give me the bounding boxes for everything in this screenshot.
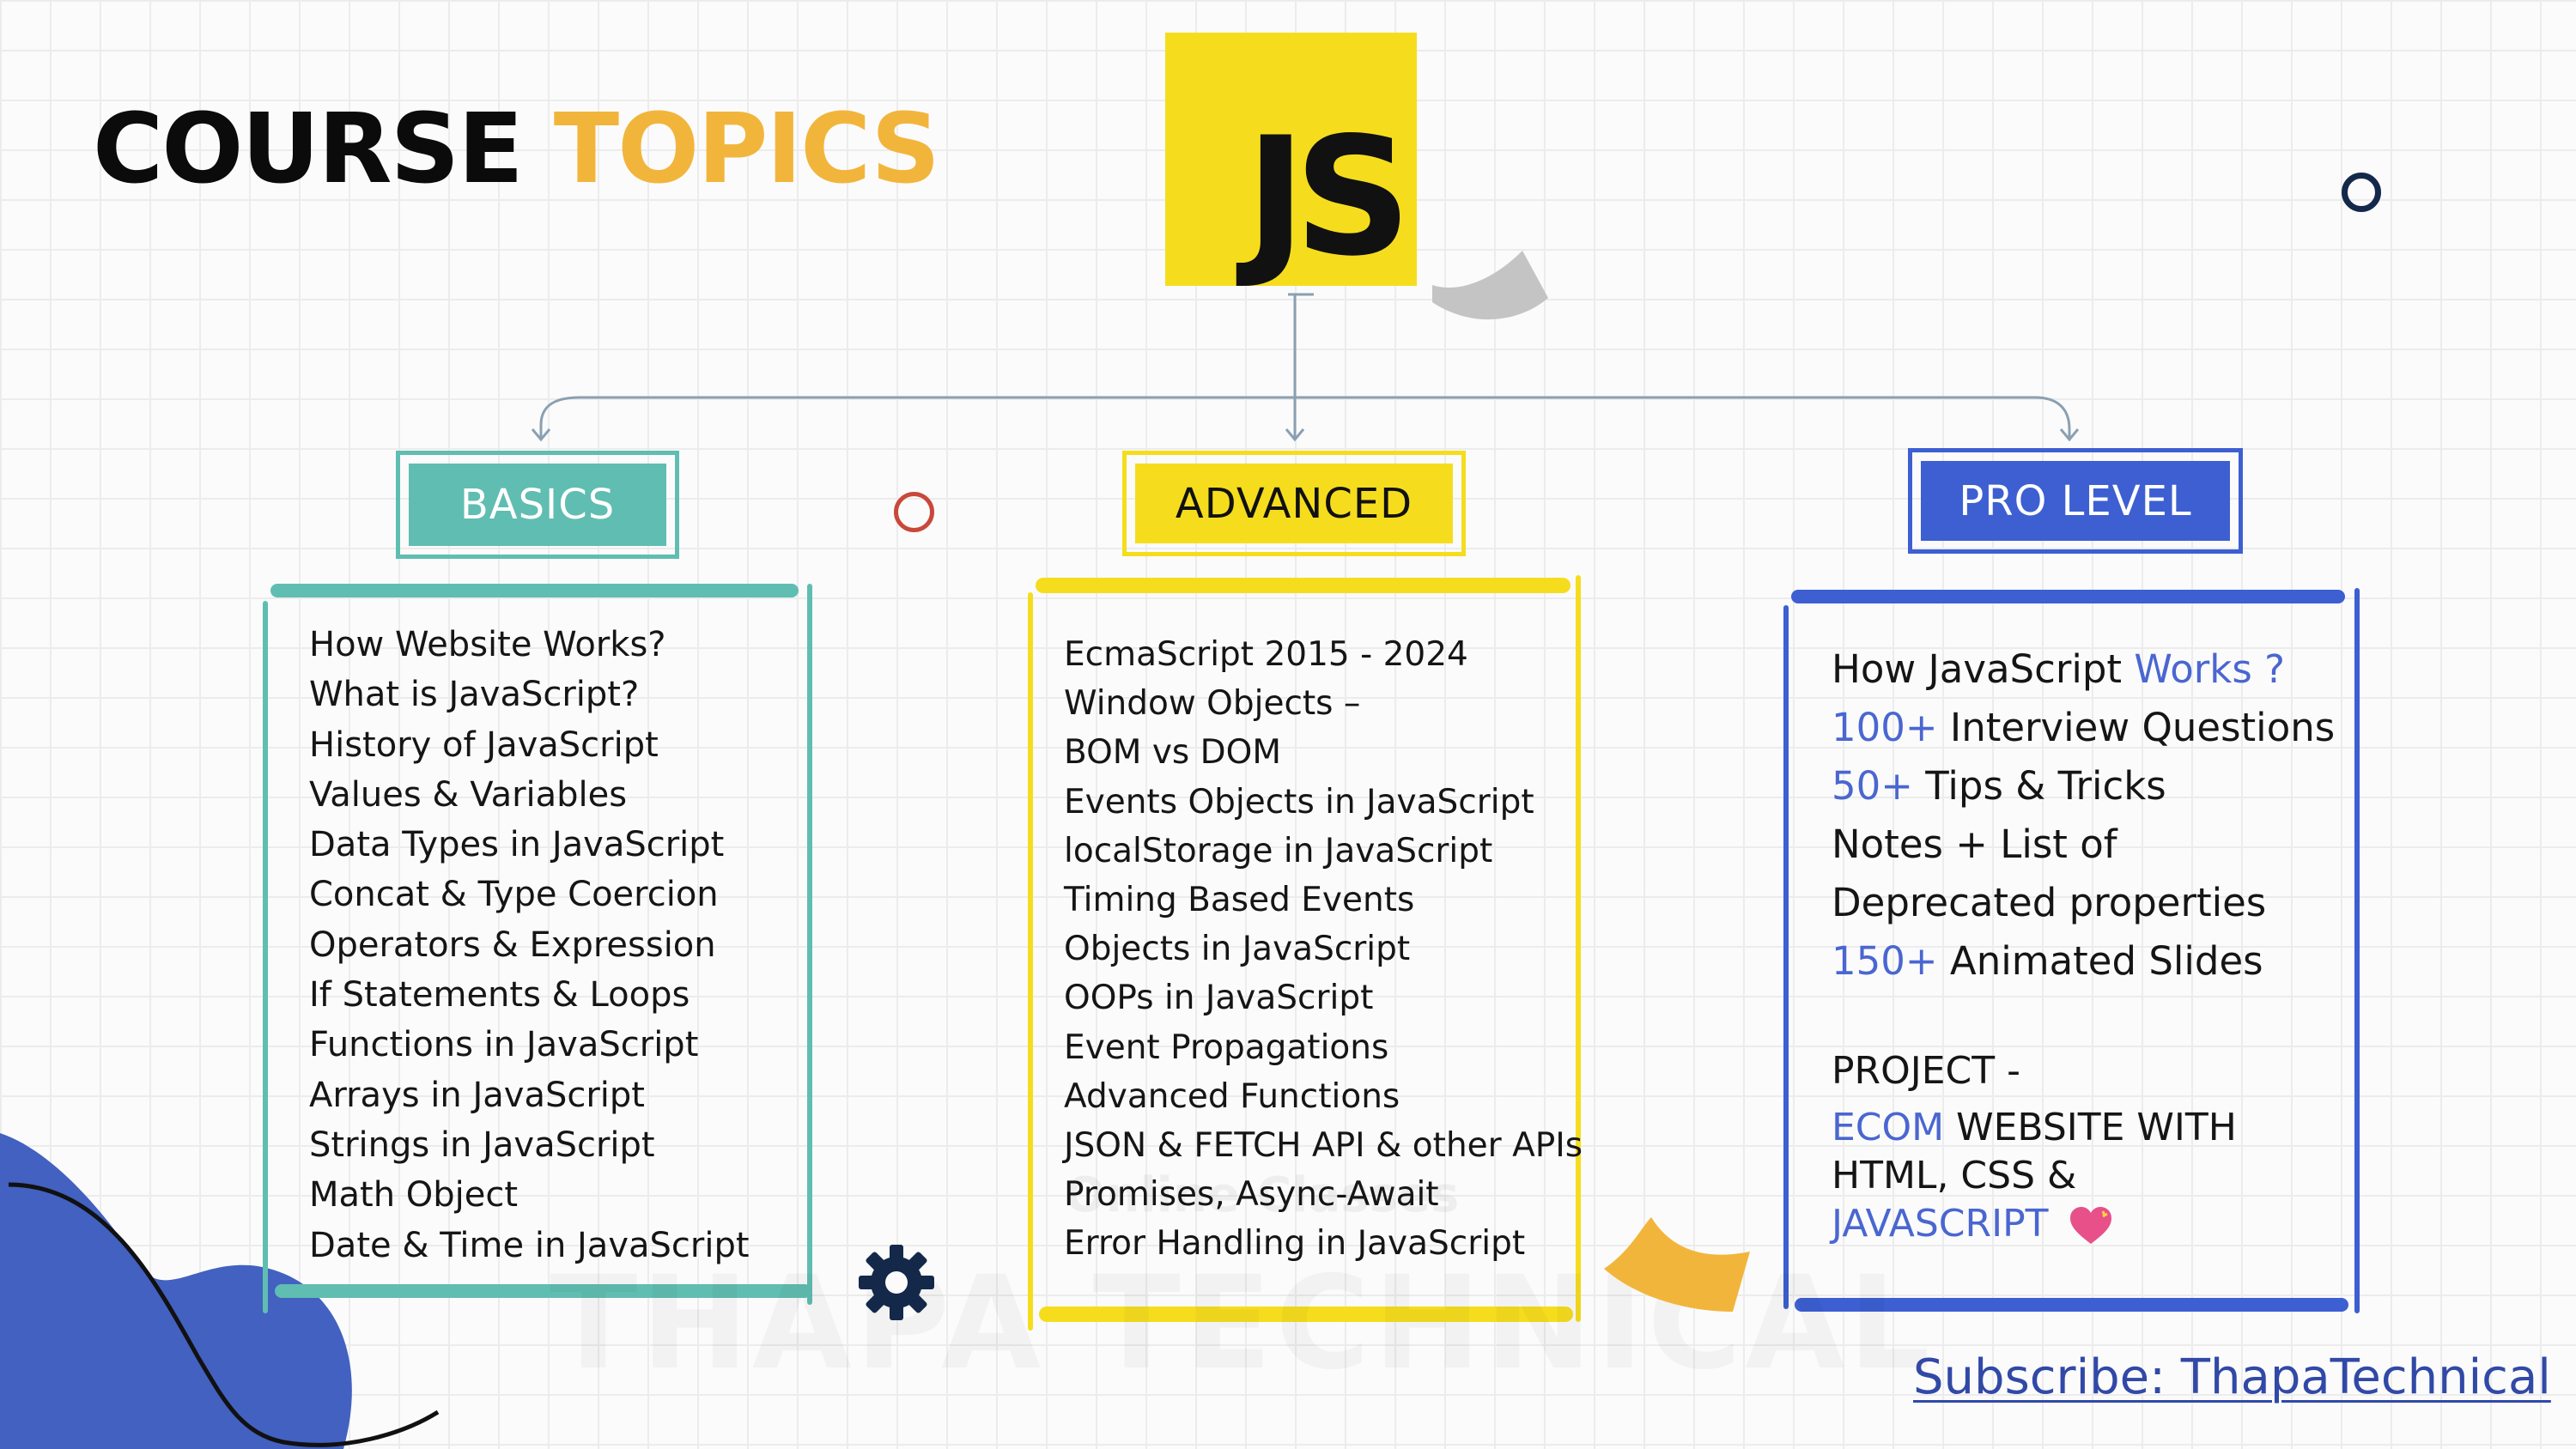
list-item: How JavaScript Works ? bbox=[1832, 646, 2285, 692]
list-item: BOM vs DOM bbox=[1064, 733, 1281, 773]
list-item: Concat & Type Coercion bbox=[309, 875, 719, 915]
project-line: JAVASCRIPT bbox=[1832, 1200, 2335, 1248]
list-item: Date & Time in JavaScript bbox=[309, 1225, 750, 1265]
list-item: 100+ Interview Questions bbox=[1832, 705, 2336, 750]
list-item: Math Object bbox=[309, 1175, 519, 1216]
list-item: Event Propagations bbox=[1064, 1028, 1389, 1067]
topic-connector-tree bbox=[531, 293, 2080, 442]
list-item: Promises, Async-Await bbox=[1064, 1175, 1439, 1215]
list-item: 150+ Animated Slides bbox=[1832, 938, 2263, 984]
pro-card-right-border bbox=[2354, 588, 2360, 1313]
project-line: HTML, CSS & bbox=[1832, 1154, 2077, 1197]
circle-icon bbox=[894, 492, 934, 532]
decorative-blob bbox=[0, 1133, 440, 1449]
title-word-topics: TOPICS bbox=[553, 94, 940, 205]
subscribe-link[interactable]: Subscribe: ThapaTechnical bbox=[1913, 1349, 2551, 1405]
title-word-course: COURSE bbox=[93, 94, 524, 205]
watermark-subtext: Online Classes bbox=[1065, 1167, 1460, 1223]
list-item: If Statements & Loops bbox=[309, 975, 690, 1016]
list-item: Timing Based Events bbox=[1064, 881, 1415, 920]
list-item: localStorage in JavaScript bbox=[1064, 831, 1493, 870]
list-item: Strings in JavaScript bbox=[309, 1125, 655, 1165]
list-item: Notes + List of bbox=[1832, 822, 2117, 867]
list-item: Advanced Functions bbox=[1064, 1076, 1400, 1116]
pro-card-left-border bbox=[1783, 605, 1789, 1309]
list-item: Window Objects – bbox=[1064, 684, 1361, 724]
basics-topic-list: How Website Works? What is JavaScript? H… bbox=[309, 620, 750, 1270]
list-item: Events Objects in JavaScript bbox=[1064, 782, 1534, 822]
basics-card-right-border bbox=[807, 584, 812, 1305]
list-item: What is JavaScript? bbox=[309, 675, 640, 715]
list-item: Objects in JavaScript bbox=[1064, 930, 1411, 969]
list-item: Error Handling in JavaScript bbox=[1064, 1224, 1526, 1264]
gear-icon bbox=[859, 1245, 934, 1320]
advanced-card-top-border bbox=[1036, 578, 1571, 593]
list-item: History of JavaScript bbox=[309, 724, 659, 765]
basics-card-top-border bbox=[270, 584, 799, 597]
heart-icon bbox=[2070, 1207, 2112, 1244]
list-item: Arrays in JavaScript bbox=[309, 1075, 645, 1115]
page-title: COURSE TOPICS bbox=[93, 101, 940, 197]
list-item: Data Types in JavaScript bbox=[309, 825, 725, 865]
project-line: ECOM WEBSITE WITH bbox=[1832, 1106, 2237, 1149]
pro-topic-list: How JavaScript Works ? 100+ Interview Qu… bbox=[1832, 640, 2335, 1248]
js-logo-text: JS bbox=[1245, 102, 1412, 292]
list-item: How Website Works? bbox=[309, 625, 666, 664]
advanced-header: ADVANCED bbox=[1122, 451, 1466, 556]
advanced-topic-list: EcmaScript 2015 - 2024 Window Objects – … bbox=[1064, 630, 1583, 1269]
paper-scrap-icon bbox=[1432, 251, 1548, 320]
pro-level-header: PRO LEVEL bbox=[1908, 448, 2243, 554]
advanced-card-left-border bbox=[1028, 592, 1033, 1331]
list-item: JSON & FETCH API & other APIs bbox=[1064, 1126, 1583, 1166]
list-item: Operators & Expression bbox=[309, 925, 716, 965]
list-item: EcmaScript 2015 - 2024 bbox=[1064, 635, 1468, 674]
list-item: Deprecated properties bbox=[1832, 880, 2267, 925]
list-item: OOPs in JavaScript bbox=[1064, 979, 1374, 1018]
advanced-card-bottom-border bbox=[1039, 1307, 1573, 1322]
basics-card-left-border bbox=[263, 601, 268, 1313]
circle-icon bbox=[2342, 173, 2381, 212]
advanced-card-right-border bbox=[1576, 575, 1581, 1322]
list-item: Functions in JavaScript bbox=[309, 1025, 699, 1065]
basics-card-bottom-border bbox=[275, 1284, 811, 1298]
basics-header: BASICS bbox=[396, 451, 679, 559]
list-item: Values & Variables bbox=[309, 774, 628, 815]
project-title: PROJECT - bbox=[1832, 1049, 2020, 1093]
pro-card-bottom-border bbox=[1795, 1298, 2348, 1312]
paper-scrap-icon bbox=[1604, 1217, 1750, 1312]
pro-card-top-border bbox=[1791, 590, 2345, 603]
list-item: 50+ Tips & Tricks bbox=[1832, 763, 2166, 809]
js-logo: JS bbox=[1165, 33, 1417, 286]
